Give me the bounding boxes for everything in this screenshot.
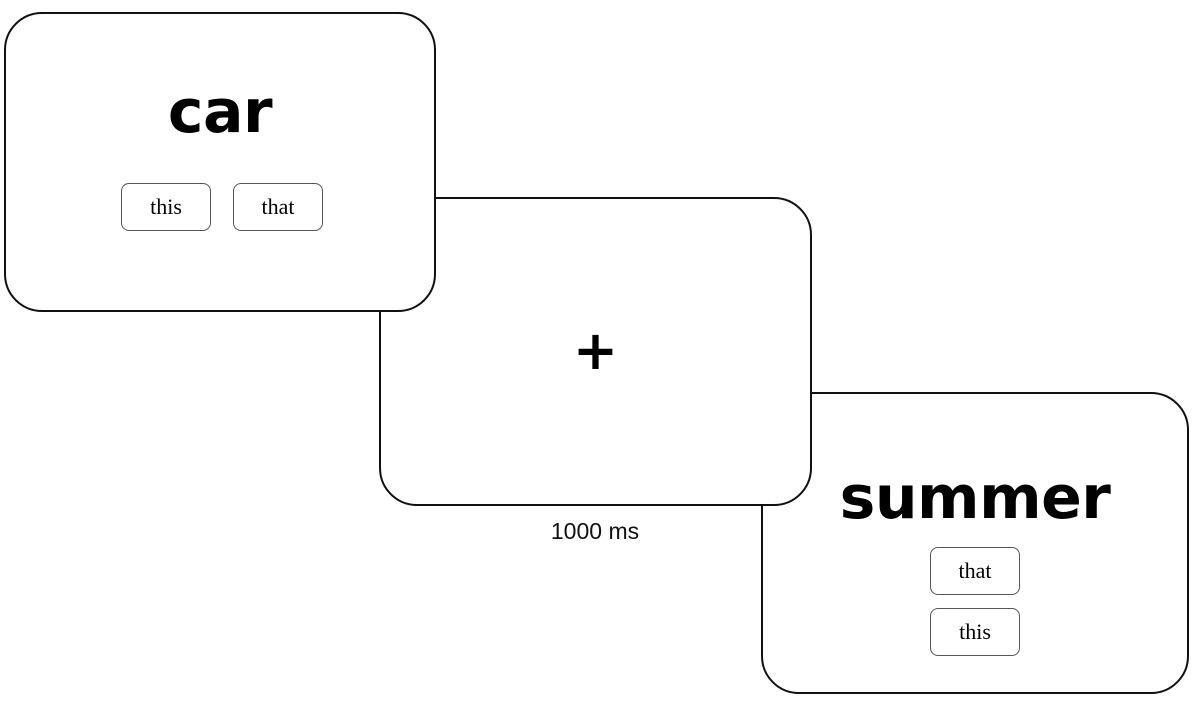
- duration-label: 1000 ms: [550, 518, 640, 544]
- option-button-this[interactable]: this: [121, 183, 211, 231]
- option-button-this[interactable]: this: [930, 608, 1020, 656]
- word-trial-screen-summer: summer that this: [761, 392, 1189, 694]
- prompt-word-summer: summer: [839, 463, 1111, 533]
- word-trial-screen-car: car this that: [4, 12, 436, 312]
- prompt-word-car: car: [167, 77, 273, 147]
- response-options-horizontal: this that: [6, 183, 434, 231]
- fixation-screen: +: [379, 197, 812, 506]
- fixation-cross-icon: +: [572, 319, 619, 382]
- response-options-vertical: that this: [763, 547, 1187, 656]
- option-button-that[interactable]: that: [233, 183, 323, 231]
- option-button-that[interactable]: that: [930, 547, 1020, 595]
